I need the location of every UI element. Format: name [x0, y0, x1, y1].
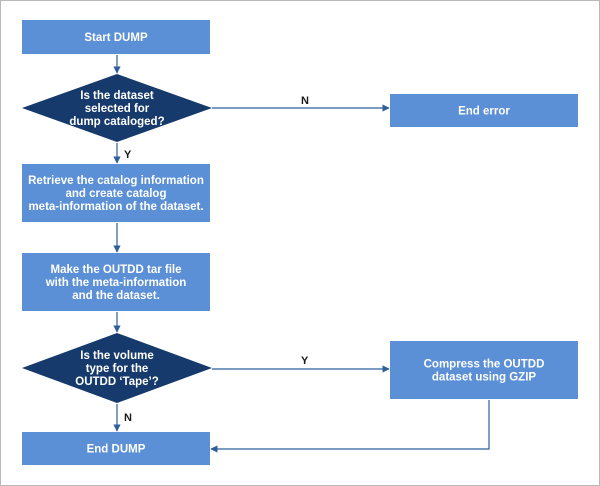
process-box-end: [22, 432, 210, 465]
process-box-error: [390, 94, 578, 127]
process-box-compress: [390, 341, 578, 399]
node-end-text-line-0: End DUMP: [87, 444, 146, 456]
node-check1-text-line-1: selected for: [85, 103, 150, 115]
node-compress-text-line-0: Compress the OUTDD: [424, 359, 545, 371]
node-compress-text-line-1: dataset using GZIP: [432, 372, 536, 384]
decision-diamond-check2: [22, 333, 212, 403]
node-error-text-line-0: End error: [458, 106, 510, 118]
node-make-text-line-2: and the dataset.: [72, 290, 160, 302]
decision-diamond-check1: [22, 74, 212, 142]
node-retrieve-text-line-0: Retrieve the catalog information: [28, 175, 204, 187]
node-end: End DUMP: [22, 432, 210, 465]
process-box-make: [22, 253, 210, 311]
node-check2-text-line-2: OUTDD ‘Tape’?: [75, 376, 158, 388]
process-box-start: [22, 20, 210, 54]
node-check2-text-line-1: type for the: [86, 363, 149, 375]
node-start: Start DUMP: [22, 20, 210, 54]
edge-label-check2-to-end: N: [124, 412, 132, 424]
node-check1-text-line-2: dump cataloged?: [69, 116, 164, 128]
process-box-retrieve: [22, 164, 210, 222]
node-error: End error: [390, 94, 578, 127]
node-retrieve-text-line-2: meta-information of the dataset.: [28, 201, 203, 213]
edge-compress-to-end: [210, 400, 490, 453]
node-check1-text-line-0: Is the dataset: [80, 90, 154, 102]
node-make-text-line-0: Make the OUTDD tar file: [51, 264, 182, 276]
node-check2-text-line-0: Is the volume: [80, 350, 154, 362]
edge-label-check1-to-retrieve: Y: [124, 149, 132, 161]
node-retrieve-text-line-1: and create catalog: [66, 188, 167, 200]
node-start-text-line-0: Start DUMP: [84, 32, 148, 44]
node-make-text-line-1: with the meta-information: [45, 277, 187, 289]
edge-label-check1-to-error: N: [301, 95, 309, 107]
edge-label-check2-to-compress: Y: [301, 355, 309, 367]
